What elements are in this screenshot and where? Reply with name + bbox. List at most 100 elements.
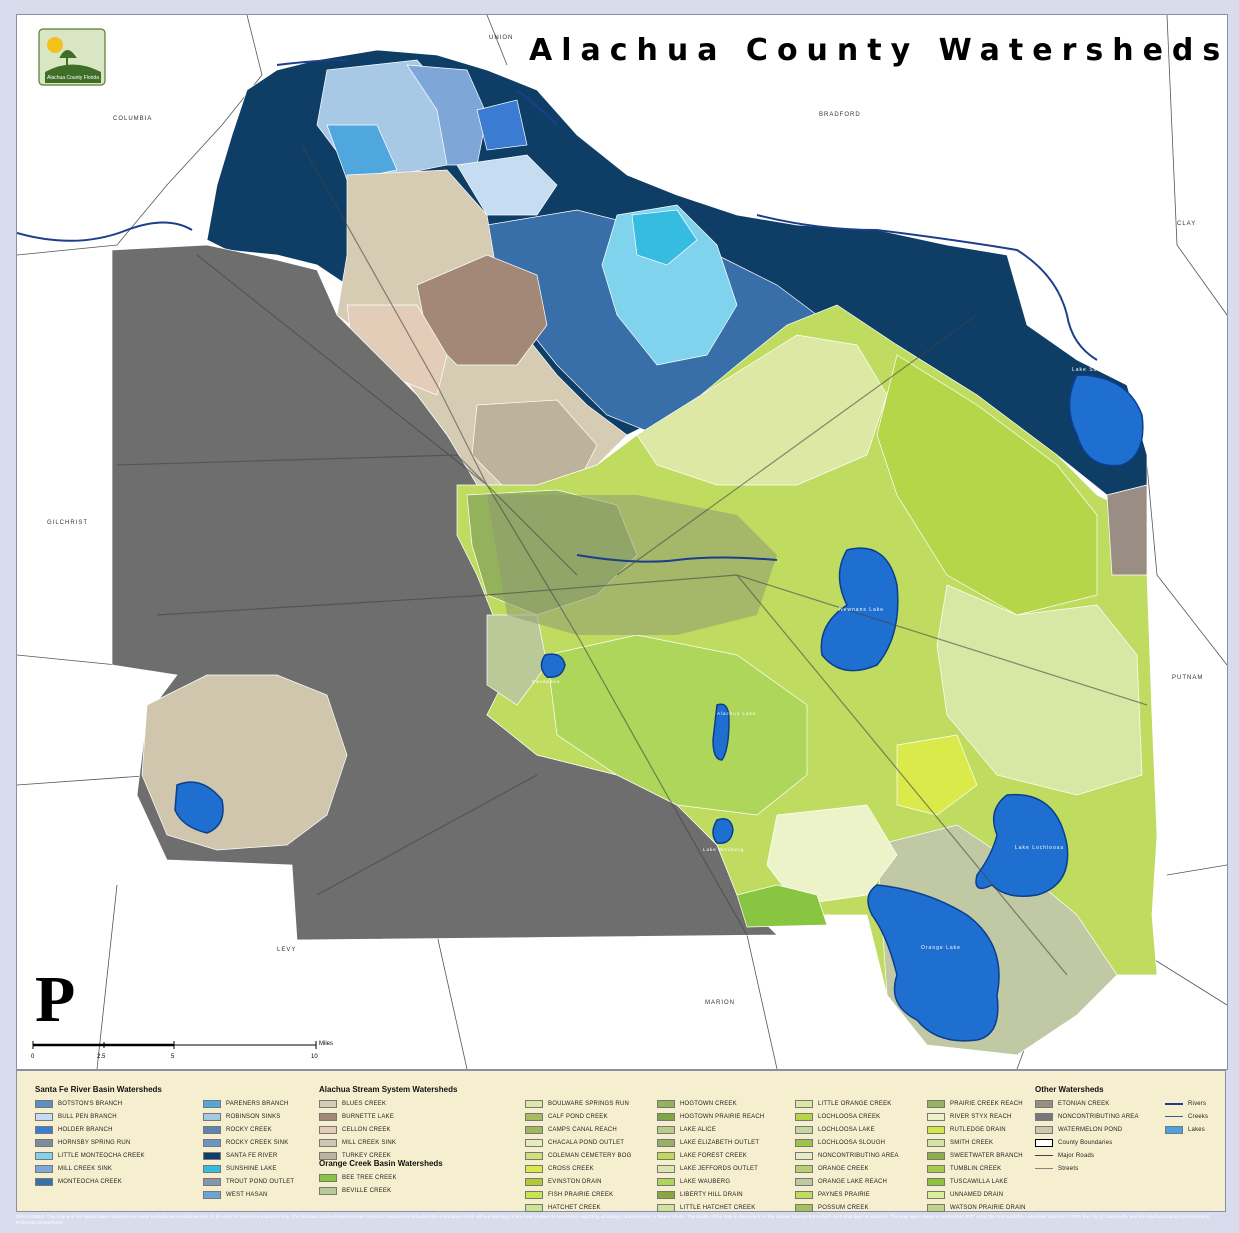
legend-group-title: Orange Creek Basin Watersheds (319, 1159, 443, 1168)
legend-label: TROUT POND OUTLET (226, 1178, 295, 1185)
legend-item: HATCHET CREEK (525, 1201, 631, 1214)
disclaimer-text: DISCLAIMER: This map and the spatial dat… (16, 1214, 1210, 1225)
legend-item: HOGTOWN PRAIRIE REACH (657, 1110, 764, 1123)
legend-label: ORANGE LAKE REACH (818, 1178, 888, 1185)
watershed-map[interactable] (17, 15, 1227, 1069)
legend-label: ORANGE CREEK (818, 1165, 869, 1172)
legend-swatch (927, 1164, 945, 1173)
map-title: Alachua County Watersheds (529, 33, 1228, 68)
legend-label: CELLON CREEK (342, 1126, 391, 1133)
legend-group-title: Alachua Stream System Watersheds (319, 1085, 458, 1094)
legend-item: County Boundaries (1035, 1136, 1139, 1149)
legend-item: LAKE ALICE (657, 1123, 764, 1136)
legend-swatch (1165, 1125, 1183, 1134)
legend-label: BEE TREE CREEK (342, 1174, 397, 1181)
legend-swatch (319, 1138, 337, 1147)
legend-label: COLEMAN CEMETERY BOG (548, 1152, 632, 1159)
lake-label-wauberg: Lake Wauberg (703, 847, 745, 852)
legend-item: LITTLE ORANGE CREEK (795, 1097, 899, 1110)
legend-swatch (35, 1164, 53, 1173)
lake-label-newnans: Newnans Lake (839, 607, 885, 613)
legend-item: PAYNES PRAIRIE (795, 1188, 899, 1201)
legend-item: BURNETTE LAKE (319, 1110, 457, 1123)
legend-swatch (795, 1099, 813, 1108)
legend-label: PARENERS BRANCH (226, 1100, 289, 1107)
legend-label: Lakes (1188, 1126, 1206, 1133)
legend-swatch (927, 1125, 945, 1134)
legend-label: Creeks (1188, 1113, 1209, 1120)
legend-label: CHACALA POND OUTLET (548, 1139, 625, 1146)
legend-swatch (927, 1203, 945, 1212)
legend-swatch (927, 1138, 945, 1147)
watermelon-pond-lake (174, 781, 224, 834)
legend-swatch (319, 1125, 337, 1134)
county-label-marion: MARION (705, 1000, 735, 1006)
legend-label: HOLDER BRANCH (58, 1126, 113, 1133)
major-roads (116, 144, 1148, 976)
legend-line-swatch (1035, 1168, 1053, 1169)
legend-label: BOTSTON'S BRANCH (58, 1100, 123, 1107)
legend-label: MILL CREEK SINK (342, 1139, 397, 1146)
legend-swatch (657, 1099, 675, 1108)
scale-unit: Miles (319, 1041, 333, 1047)
lakes (174, 374, 1144, 1042)
lake-label-orange: Orange Lake (921, 945, 961, 951)
legend-label: MONTEOCHA CREEK (58, 1178, 123, 1185)
sub-watershed-little-orange-creek (936, 584, 1143, 796)
legend-swatch (319, 1099, 337, 1108)
scale-tick-2.5: 2.5 (97, 1054, 106, 1060)
legend-swatch (525, 1177, 543, 1186)
legend-item: BOULWARE SPRINGS RUN (525, 1097, 631, 1110)
legend-item: PARENERS BRANCH (203, 1097, 294, 1110)
legend-item: MILL CREEK SINK (319, 1136, 457, 1149)
legend-swatch (35, 1177, 53, 1186)
legend-item: TUSCAWILLA LAKE (927, 1175, 1026, 1188)
legend-swatch (657, 1164, 675, 1173)
legend-swatch (35, 1099, 53, 1108)
legend-swatch (35, 1138, 53, 1147)
legend-label: BLUES CREEK (342, 1100, 387, 1107)
legend-label: WATERMELON POND (1058, 1126, 1123, 1133)
sub-watershed-holder-branch (476, 99, 528, 151)
legend-item: Rivers (1165, 1097, 1208, 1110)
legend-label: LIBERTY HILL DRAIN (680, 1191, 743, 1198)
rivers (17, 59, 1098, 563)
legend-line-swatch (1165, 1116, 1183, 1117)
legend-item: ROBINSON SINKS (203, 1110, 294, 1123)
county-label-bradford: BRADFORD (819, 112, 861, 118)
legend-item: ORANGE CREEK (795, 1162, 899, 1175)
legend-swatch (35, 1125, 53, 1134)
legend-item: Creeks (1165, 1110, 1208, 1123)
legend-swatch (795, 1177, 813, 1186)
legend-label: Major Roads (1058, 1152, 1095, 1159)
legend-swatch (319, 1112, 337, 1121)
etonian-creek (1106, 484, 1148, 576)
map-frame: Alachua County Watersheds Alachua County… (16, 14, 1228, 1070)
legend-swatch (203, 1099, 221, 1108)
legend-label: ROCKY CREEK SINK (226, 1139, 289, 1146)
legend-swatch (1035, 1138, 1053, 1147)
legend-item: WATERMELON POND (1035, 1123, 1139, 1136)
legend-item: FISH PRAIRIE CREEK (525, 1188, 631, 1201)
sub-watershed-bull-pen (456, 154, 558, 216)
legend-item: TROUT POND OUTLET (203, 1175, 294, 1188)
legend-item: Lakes (1165, 1123, 1208, 1136)
legend-swatch (319, 1186, 337, 1195)
legend-swatch (203, 1190, 221, 1199)
legend-swatch (203, 1125, 221, 1134)
legend-label: WEST HASAN (226, 1191, 268, 1198)
sun-icon (47, 37, 63, 53)
legend-item: EVINSTON DRAIN (525, 1175, 631, 1188)
legend-line-swatch (1035, 1155, 1053, 1156)
legend-swatch (795, 1203, 813, 1212)
sub-watershed-paynes-prairie (546, 634, 808, 816)
legend-label: LOCHLOOSA SLOUGH (818, 1139, 886, 1146)
legend-label: LOCHLOOSA LAKE (818, 1126, 875, 1133)
legend-item: LOCHLOOSA SLOUGH (795, 1136, 899, 1149)
legend-item: BEVILLE CREEK (319, 1184, 443, 1197)
